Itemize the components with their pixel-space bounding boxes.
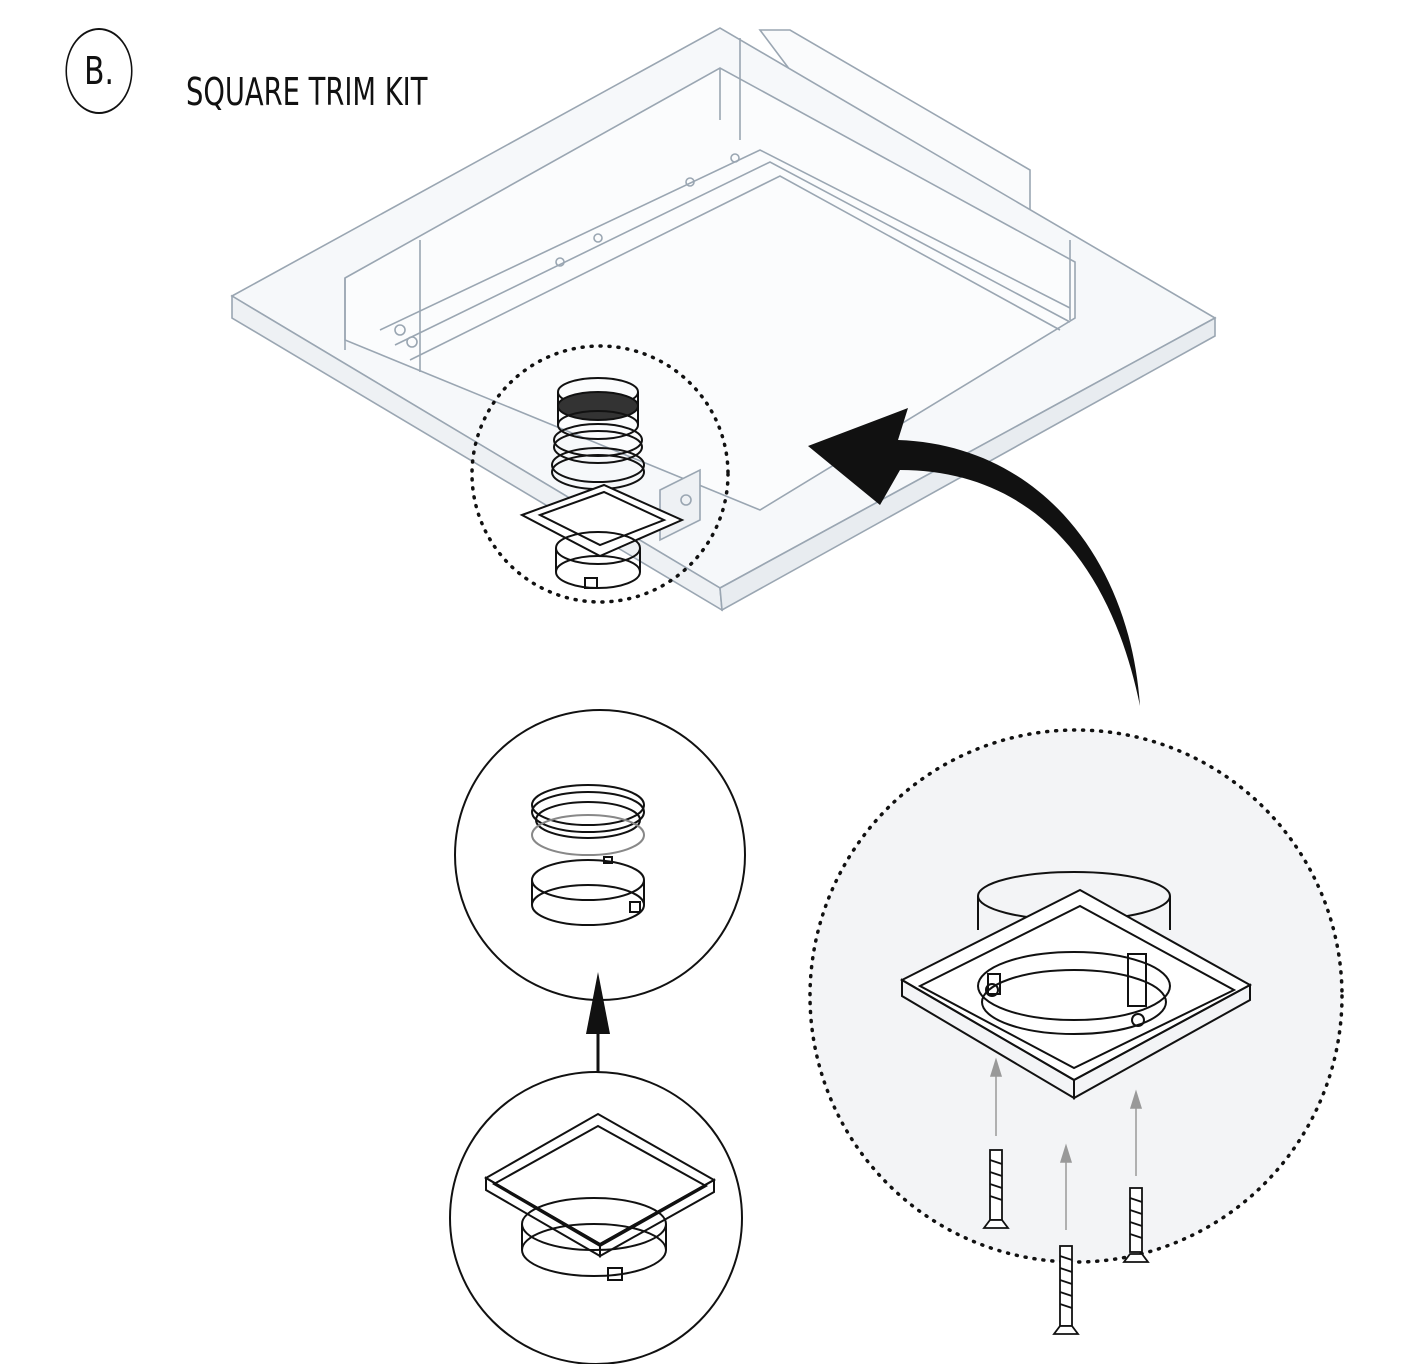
- spring-clip-right: [1127, 953, 1147, 1007]
- curved-arrow: [808, 408, 1140, 706]
- step-label-circle: B.: [65, 28, 133, 114]
- screw-left: [982, 1149, 1010, 1229]
- step-label: B.: [84, 49, 114, 93]
- zoom-callout-install: [808, 728, 1344, 1335]
- spring-clip-left: [987, 973, 1001, 995]
- ring-middle: [531, 814, 645, 856]
- square-trim-small: [519, 483, 685, 558]
- detail-circle-square-trim: [449, 1071, 743, 1364]
- figure-title: SQUARE TRIM KIT: [186, 70, 428, 114]
- mounting-rail: [379, 149, 1071, 331]
- zoom-callout-top: [470, 344, 730, 604]
- ring-top: [531, 784, 645, 826]
- screw-guide-arrows: [989, 1057, 1143, 1230]
- exploded-trim-stack: [519, 377, 685, 589]
- fixture-box: [758, 29, 1031, 212]
- detail-circle-rings: [454, 709, 746, 1001]
- screw-right: [1122, 1187, 1150, 1263]
- screws: [982, 1149, 1150, 1335]
- screw-center: [1052, 1245, 1080, 1335]
